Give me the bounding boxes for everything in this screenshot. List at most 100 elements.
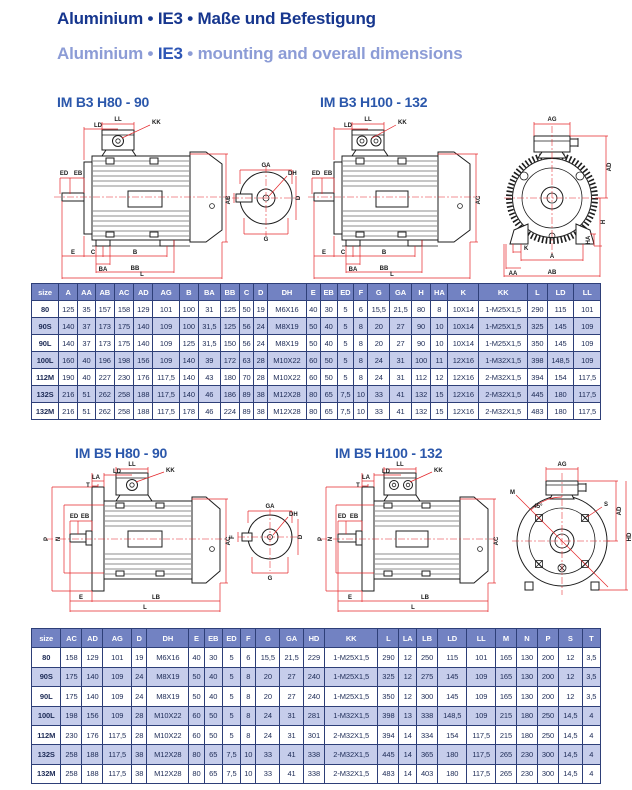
value-cell: 41	[389, 385, 412, 403]
value-cell: 41	[279, 763, 304, 785]
dim-label-l: L	[390, 272, 394, 278]
dim-label-lb: LB	[152, 595, 161, 601]
dim-label-l: L	[411, 605, 415, 611]
value-cell: 40	[188, 647, 205, 668]
value-cell: 165	[494, 647, 517, 668]
value-cell: 12	[398, 647, 418, 668]
value-cell: 6	[240, 647, 257, 668]
value-cell: 394	[527, 368, 548, 386]
value-cell: 109	[102, 666, 133, 688]
value-cell: 158	[60, 647, 83, 668]
value-cell: 38	[253, 385, 269, 403]
dim-label-ld: LD	[344, 123, 353, 129]
value-cell: 11	[430, 351, 449, 369]
dim-label-t: T	[356, 483, 360, 489]
value-cell: 46	[197, 385, 221, 403]
value-cell: 229	[302, 647, 325, 668]
value-cell: 50	[188, 666, 205, 688]
value-cell: 180	[219, 368, 240, 386]
value-cell: 230	[515, 763, 538, 785]
value-cell: 10	[353, 385, 369, 403]
value-cell: 1-M25X1,5	[323, 686, 379, 707]
drawing-b3-h80-90: LL LD KK ED EB AC E C B BA BB L GA	[54, 117, 302, 279]
value-cell: 262	[94, 402, 115, 420]
value-cell: 28	[131, 724, 148, 746]
dim-label-ac: AC	[226, 536, 232, 545]
value-cell: 2-M32X1,5	[323, 763, 379, 785]
value-cell: 14,5	[557, 744, 583, 765]
column-header: HD	[302, 627, 325, 649]
dim-label-eb: EB	[350, 514, 359, 520]
value-cell: 350	[527, 334, 548, 352]
dim-label-ga: GA	[266, 504, 276, 510]
value-cell: 175	[113, 334, 135, 352]
column-header: EB	[319, 283, 338, 301]
value-cell: 20	[255, 666, 281, 688]
column-header: EB	[203, 627, 223, 649]
value-cell: 5	[336, 334, 355, 352]
value-cell: 350	[377, 686, 400, 707]
value-cell: 250	[536, 705, 559, 726]
column-header: F	[353, 283, 369, 301]
value-cell: 100	[178, 317, 199, 335]
value-cell: 14,5	[557, 705, 583, 726]
size-cell: 132S	[30, 744, 62, 765]
value-cell: 50	[203, 705, 223, 726]
value-cell: 3,5	[581, 686, 602, 707]
value-cell: 40	[305, 300, 321, 318]
value-cell: 2-M32X1,5	[478, 368, 529, 386]
value-cell: 100	[178, 300, 199, 318]
value-cell: 117,5	[102, 763, 133, 785]
drawing-b5-h80-90: LL LD LA T KK P N ED EB AC E LB L G	[44, 462, 304, 612]
column-header: A	[58, 283, 79, 301]
value-cell: 172	[219, 351, 240, 369]
page-title-german: Aluminium • IE3 • Maße und Befestigung	[57, 9, 376, 28]
value-cell: M12X28	[146, 763, 190, 785]
value-cell: 140	[178, 351, 199, 369]
column-header: E	[305, 283, 321, 301]
dim-label-k: K	[524, 246, 529, 252]
value-cell: M10X22	[146, 724, 190, 746]
dim-label-d: D	[298, 534, 304, 539]
value-cell: 5	[221, 686, 242, 707]
value-cell: 338	[302, 763, 325, 785]
dim-label-lb: LB	[421, 595, 430, 601]
value-cell: 115	[546, 300, 575, 318]
column-header: T	[581, 627, 602, 649]
value-cell: 398	[527, 351, 548, 369]
value-cell: 125	[219, 300, 240, 318]
value-cell: 14	[398, 763, 418, 785]
value-cell: 50	[188, 686, 205, 707]
value-cell: 14	[398, 744, 418, 765]
dimension-lines: LL LD KK ED EB AC E C B BA BB L	[54, 117, 232, 279]
flange-front-view: AG M 45° S AD HD	[510, 462, 632, 595]
size-cell: 112M	[30, 368, 60, 386]
value-cell: M8X19	[267, 334, 307, 352]
value-cell: 156	[133, 351, 154, 369]
value-cell: 117,5	[102, 724, 133, 746]
column-header: AC	[60, 627, 83, 649]
value-cell: 40	[77, 351, 96, 369]
value-cell: 2-M32X1,5	[478, 385, 529, 403]
column-header: AC	[113, 283, 135, 301]
value-cell: 398	[377, 705, 400, 726]
value-cell: 216	[58, 385, 79, 403]
dim-label-p: P	[318, 537, 324, 541]
value-cell: 63	[238, 351, 255, 369]
column-header: AD	[133, 283, 154, 301]
column-header: AA	[77, 283, 96, 301]
drawing-b3-h100-132: LL LD KK ED EB AC E C B BA BB L	[308, 117, 613, 279]
value-cell: 4	[581, 744, 602, 765]
value-cell: 145	[546, 334, 575, 352]
value-cell: 30	[319, 300, 338, 318]
dim-label-a: A	[550, 254, 555, 260]
value-cell: 250	[536, 724, 559, 746]
dim-label-ll: LL	[114, 117, 122, 123]
value-cell: M8X19	[146, 686, 190, 707]
value-cell: M8X19	[267, 317, 307, 335]
value-cell: 338	[302, 744, 325, 765]
